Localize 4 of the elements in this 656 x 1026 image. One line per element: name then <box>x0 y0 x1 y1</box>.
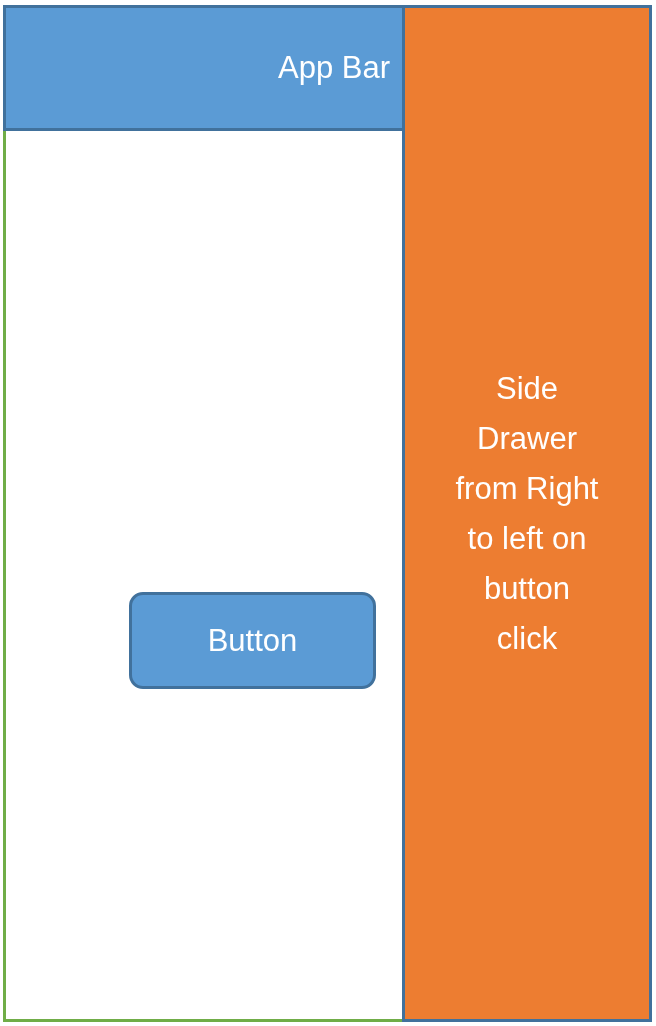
action-button: Button <box>129 592 376 689</box>
phone-screen-frame <box>3 5 405 1022</box>
side-drawer-panel: Side Drawer from Right to left on button click <box>402 5 652 1022</box>
app-bar: App Bar <box>3 5 405 131</box>
